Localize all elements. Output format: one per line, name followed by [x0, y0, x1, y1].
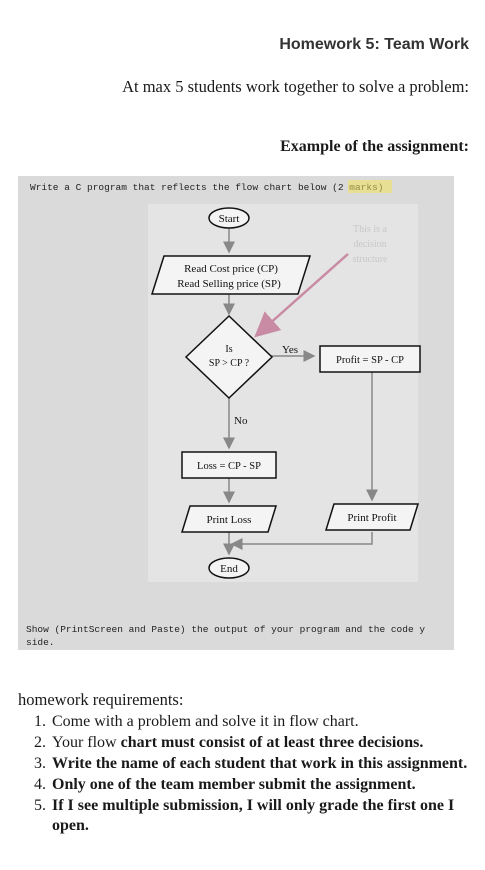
loss-calc-label: Loss = CP - SP: [197, 461, 261, 472]
page-title: Homework 5: Team Work: [279, 36, 469, 53]
end-terminal: [208, 557, 250, 579]
requirement-bold-text: Only one of the team member submit the a…: [52, 776, 416, 793]
marks-highlight: [348, 180, 392, 193]
requirement-item: 1. Come with a problem and solve it in f…: [18, 712, 468, 732]
input-box: [150, 255, 312, 295]
print-profit-label: Print Profit: [347, 512, 396, 524]
requirement-item: 5. If I see multiple submission, I will …: [18, 796, 468, 836]
start-terminal: [208, 207, 250, 229]
requirement-item: 3. Write the name of each student that w…: [18, 754, 468, 774]
requirement-text: Your flow: [52, 734, 121, 751]
yes-label: Yes: [282, 344, 298, 356]
input-line-1: Read Cost price (CP): [184, 263, 278, 275]
profit-calc-box: [319, 345, 421, 373]
requirement-bold-text: If I see multiple submission, I will onl…: [52, 797, 455, 834]
footer-line-1: Show (PrintScreen and Paste) the output …: [26, 624, 425, 635]
task-text: Write a C program that reflects the flow…: [30, 182, 338, 193]
print-loss-label: Print Loss: [207, 514, 252, 526]
end-label: End: [220, 563, 238, 575]
requirement-number: 4.: [34, 776, 46, 793]
start-label: Start: [219, 213, 240, 225]
requirements-heading: homework requirements:: [18, 690, 184, 709]
print-loss-box: [180, 505, 278, 533]
requirement-bold-text: chart must consist of at least three dec…: [120, 734, 424, 751]
requirements-list: 1. Come with a problem and solve it in f…: [18, 712, 468, 837]
decision-line-1: Is: [225, 344, 232, 355]
svg-text:Write a C program that reflect: Write a C program that reflects the flow…: [30, 182, 383, 193]
requirement-number: 3.: [34, 755, 46, 772]
requirement-number: 5.: [34, 797, 46, 814]
requirement-bold-text: Write the name of each student that work…: [52, 755, 468, 772]
requirement-item: 4. Only one of the team member submit th…: [18, 775, 468, 795]
example-heading: Example of the assignment:: [280, 138, 469, 155]
note-line-3: structure: [353, 254, 389, 265]
assignment-photo: Write a C program that reflects the flow…: [18, 176, 454, 650]
requirement-item: 2. Your flow chart must consist of at le…: [18, 733, 468, 753]
intro-text: At max 5 students work together to solve…: [122, 77, 469, 96]
input-line-2: Read Selling price (SP): [177, 278, 281, 290]
loss-calc-box: [181, 451, 277, 479]
decision-diamond: [184, 314, 274, 400]
print-profit-box: [324, 503, 420, 531]
requirement-number: 2.: [34, 734, 46, 751]
note-line-1: This is a: [353, 224, 387, 235]
requirement-number: 1.: [34, 713, 46, 730]
note-line-2: decision: [353, 239, 386, 250]
decision-line-2: SP > CP ?: [209, 358, 250, 369]
footer-line-2: side.: [26, 637, 55, 648]
profit-calc-label: Profit = SP - CP: [336, 355, 404, 366]
requirement-text: Come with a problem and solve it in flow…: [52, 713, 359, 730]
note-arrow: [254, 253, 349, 338]
no-label: No: [234, 415, 248, 427]
flowchart-figure: Write a C program that reflects the flow…: [26, 180, 425, 648]
